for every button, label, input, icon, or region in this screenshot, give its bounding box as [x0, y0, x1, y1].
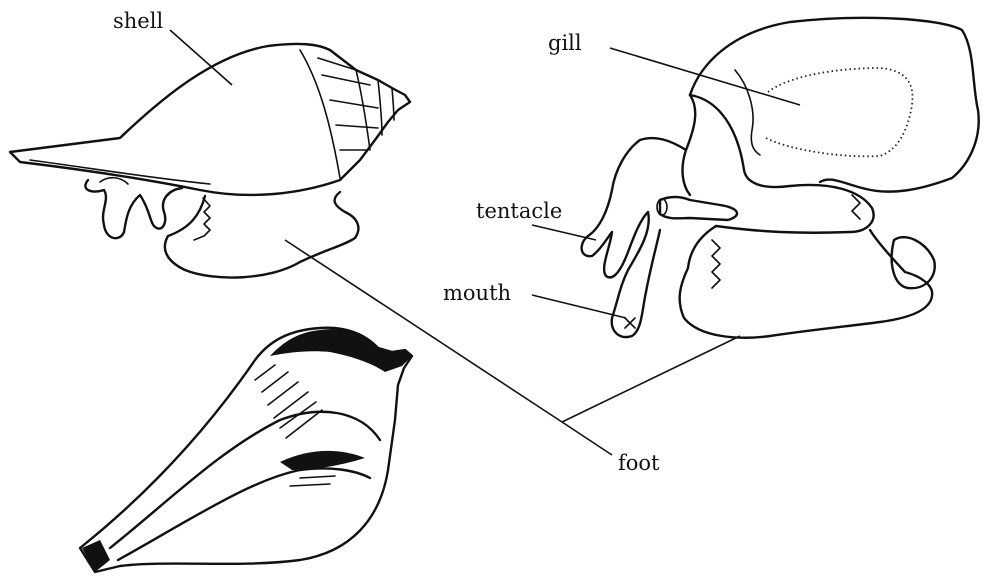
gill-leader	[610, 48, 800, 105]
label-gill: gill	[548, 31, 582, 55]
whelk-body-view	[582, 18, 979, 338]
foot-outline	[165, 192, 359, 278]
mouth-mark	[625, 318, 635, 328]
leader-lines	[170, 30, 800, 455]
foot-leader-right	[562, 336, 740, 422]
body-outline	[690, 95, 874, 233]
shell-leader	[170, 30, 232, 85]
mouth-leader	[532, 295, 626, 318]
head-and-tentacles	[582, 95, 696, 337]
label-tentacle: tentacle	[476, 199, 562, 223]
label-shell: shell	[113, 9, 163, 33]
label-mouth: mouth	[443, 281, 511, 305]
shell-ventral-view	[80, 328, 412, 572]
whelk-side-view	[10, 44, 410, 278]
tentacle-leader	[532, 225, 596, 240]
shell-ventral-outline	[80, 328, 412, 572]
shell-outline	[10, 44, 410, 195]
shell-whorls	[300, 50, 394, 178]
visceral-mass	[690, 18, 979, 192]
gill-dotted-outline	[766, 68, 913, 156]
label-foot: foot	[618, 451, 660, 475]
foot-leader-main	[562, 422, 612, 455]
